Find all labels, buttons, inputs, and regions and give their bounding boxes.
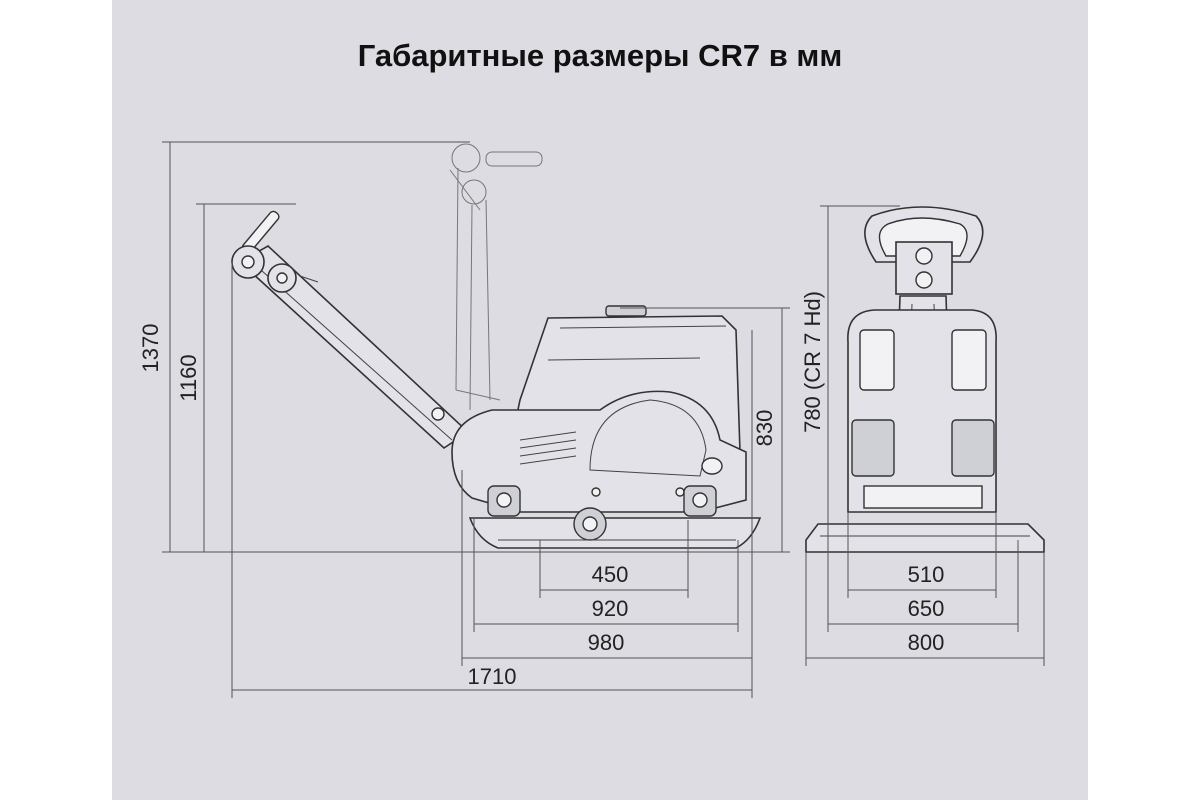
dim-920: 920 [592,596,629,621]
dim-830: 830 [752,410,777,447]
dim-1370: 1370 [138,324,163,373]
dim-780-hd: 780 (CR 7 Hd) [800,291,825,433]
ghost-handle-outline [449,143,543,411]
front-frame [847,309,997,513]
dim-800: 800 [908,630,945,655]
side-view-machine [231,143,762,549]
side-view-dimensions [162,141,790,698]
dim-1160: 1160 [176,354,201,401]
dim-510: 510 [908,562,945,587]
handle-bar [231,210,470,450]
dim-650: 650 [908,596,945,621]
front-base-plate [805,523,1045,553]
front-view-machine [805,206,1045,553]
diagram-title: Габаритные размеры CR7 в мм [357,38,843,73]
engine-body [451,390,747,513]
dim-980: 980 [588,630,625,655]
front-view-dimensions [805,205,1045,666]
dim-450: 450 [592,562,629,587]
dim-1710: 1710 [468,664,517,689]
